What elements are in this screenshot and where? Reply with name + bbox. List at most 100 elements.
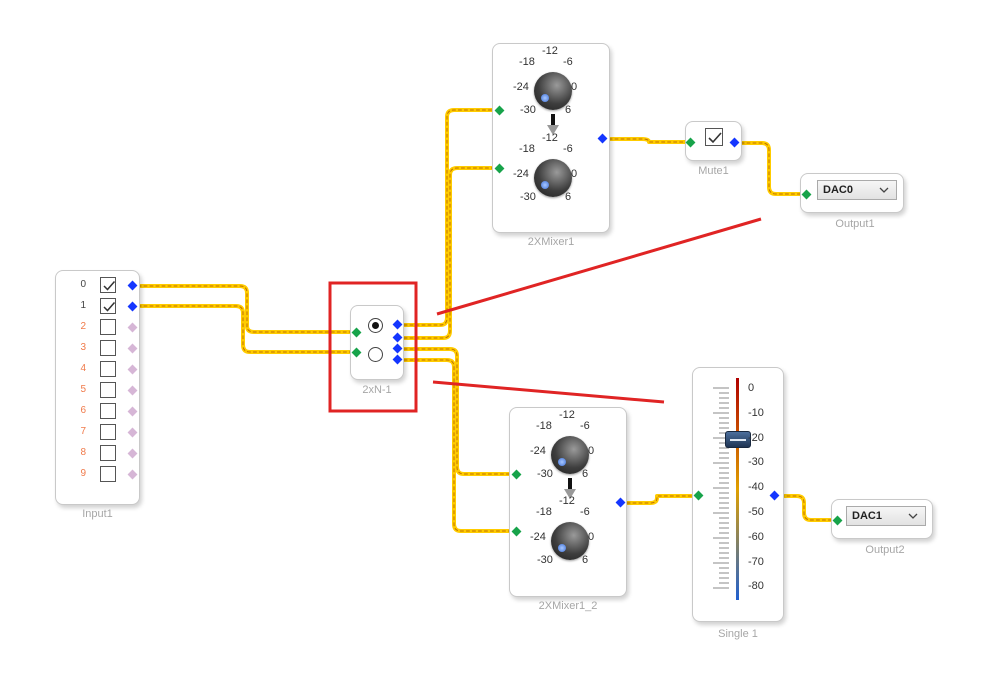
knob-indicator: [558, 544, 566, 552]
knob-scale-label: 6: [582, 554, 589, 566]
check-icon: [708, 132, 722, 144]
fader-thumb[interactable]: [725, 430, 751, 448]
fader-scale-label: -20: [748, 431, 764, 444]
knob-scale-label: -12: [542, 132, 558, 144]
input1-channel-checkbox[interactable]: [100, 445, 116, 461]
input1-channel-index: 6: [80, 405, 86, 416]
knob-scale-label: 6: [582, 468, 589, 480]
knob-scale-label: -6: [563, 143, 573, 155]
knob-scale-label: -6: [580, 506, 590, 518]
fader-scale-label: -10: [748, 406, 764, 419]
knob-indicator: [558, 458, 566, 466]
knob-scale-label: 0: [571, 168, 578, 180]
wire-mixer1-to-mute[interactable]: [601, 137, 692, 144]
knob-scale-label: -30: [537, 468, 553, 480]
input1-label: Input1: [82, 508, 113, 520]
output2-label: Output2: [865, 544, 905, 556]
knob-scale-label: -18: [536, 420, 552, 432]
mixer2-label: 2XMixer1_2: [538, 600, 598, 612]
knob-indicator: [541, 94, 549, 102]
input1-channel-checkbox[interactable]: [100, 319, 116, 335]
down-arrow-icon: [546, 114, 560, 136]
input1-channel-index: 5: [80, 384, 86, 395]
fader-scale-label: -80: [748, 580, 764, 593]
knob-scale-label: -30: [520, 191, 536, 203]
down-arrow-icon: [563, 478, 577, 500]
knob-scale-label: 6: [565, 104, 572, 116]
input1-channel-index: 4: [80, 363, 86, 374]
fader-scale-label: -50: [748, 506, 764, 518]
input1-channel-index: 7: [80, 426, 86, 437]
input1-channel-checkbox[interactable]: [100, 298, 116, 314]
input1-channel-index: 2: [80, 321, 86, 332]
output1-dac-select[interactable]: DAC0: [817, 180, 897, 200]
fader-scale-label: -40: [748, 481, 764, 494]
switch-radio-1[interactable]: [368, 318, 383, 333]
input1-channel-checkbox[interactable]: [100, 340, 116, 356]
knob-scale-label: 0: [588, 445, 595, 457]
chevron-down-icon: [908, 513, 918, 519]
input1-channel-index: 0: [80, 279, 86, 290]
mixer2-knob-1[interactable]: [551, 436, 589, 474]
fader-track[interactable]: [736, 378, 739, 600]
input1-channel-index: 9: [80, 468, 86, 479]
fader-scale-label: -60: [748, 530, 764, 543]
annotation-line-top: [436, 217, 762, 316]
knob-scale-label: -30: [520, 104, 536, 116]
knob-scale-label: -18: [519, 143, 535, 155]
knob-scale-label: -24: [530, 531, 546, 543]
mixer1-knob-2[interactable]: [534, 159, 572, 197]
input1-channel-checkbox[interactable]: [100, 424, 116, 440]
chevron-down-icon: [879, 187, 889, 193]
knob-scale-label: -12: [559, 409, 575, 421]
fader-tick-marks: [713, 387, 729, 589]
output2-dac-select[interactable]: DAC1: [846, 506, 926, 526]
knob-scale-label: -24: [513, 168, 529, 180]
input1-channel-checkbox[interactable]: [100, 466, 116, 482]
switch-block[interactable]: [350, 305, 404, 380]
output1-label: Output1: [835, 218, 875, 230]
fader-scale-label: -70: [748, 555, 764, 568]
mixer2-knob-2[interactable]: [551, 522, 589, 560]
knob-scale-label: -30: [537, 554, 553, 566]
knob-scale-label: -24: [530, 445, 546, 457]
input1-channel-checkbox[interactable]: [100, 403, 116, 419]
output2-dac-value: DAC1: [852, 510, 882, 522]
input1-channel-index: 1: [80, 300, 86, 311]
wire-fader-to-output2[interactable]: [773, 494, 839, 522]
check-icon: [103, 281, 116, 291]
knob-scale-label: 6: [565, 191, 572, 203]
mute-checkbox[interactable]: [705, 128, 723, 146]
radio-selected-dot: [372, 322, 379, 329]
input1-channel-checkbox[interactable]: [100, 382, 116, 398]
output1-dac-value: DAC0: [823, 184, 853, 196]
switch-label: 2xN-1: [362, 384, 392, 396]
wire-switch-to-mixer1[interactable]: [396, 108, 502, 340]
fader-label: Single 1: [718, 628, 758, 640]
fader-scale-label: 0: [748, 382, 755, 394]
fader-scale-label: -30: [748, 456, 764, 469]
mixer1-knob-1[interactable]: [534, 72, 572, 110]
check-icon: [103, 302, 116, 312]
mixer1-label: 2XMixer1: [527, 236, 575, 248]
wire-input-to-switch[interactable]: [130, 284, 358, 354]
knob-scale-label: 0: [571, 81, 578, 93]
knob-scale-label: 0: [588, 531, 595, 543]
mute-label: Mute1: [698, 165, 729, 177]
switch-radio-2[interactable]: [368, 347, 383, 362]
knob-scale-label: -12: [559, 495, 575, 507]
input1-channel-index: 8: [80, 447, 86, 458]
knob-indicator: [541, 181, 549, 189]
input1-channel-index: 3: [80, 342, 86, 353]
input1-channel-checkbox[interactable]: [100, 361, 116, 377]
knob-scale-label: -24: [513, 81, 529, 93]
annotation-line-bottom: [432, 380, 665, 404]
input1-channel-checkbox[interactable]: [100, 277, 116, 293]
knob-scale-label: -18: [519, 56, 535, 68]
wire-mixer2-to-fader[interactable]: [619, 494, 700, 505]
knob-scale-label: -18: [536, 506, 552, 518]
input1-block[interactable]: [55, 270, 140, 505]
knob-scale-label: -6: [580, 420, 590, 432]
knob-scale-label: -12: [542, 45, 558, 57]
wire-switch-to-mixer2[interactable]: [396, 347, 519, 533]
